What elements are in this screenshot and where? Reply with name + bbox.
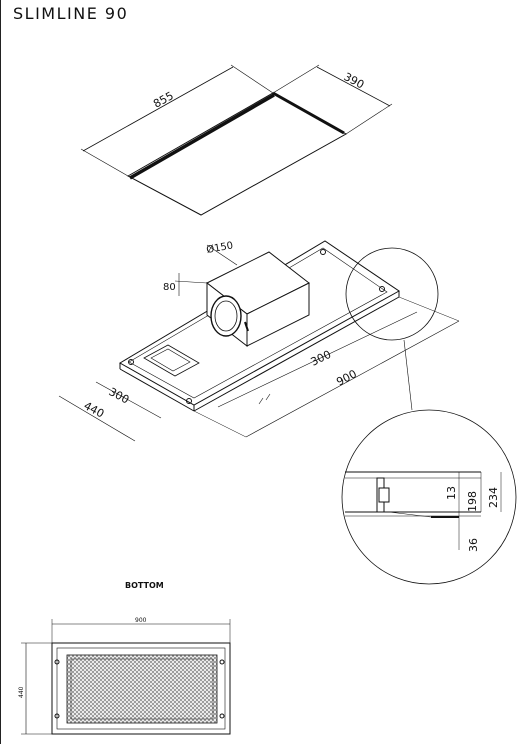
dim-line-inner-length bbox=[217, 311, 418, 408]
bottom-view: 900 440 bbox=[18, 617, 231, 735]
control-panel bbox=[143, 344, 200, 377]
cover-center-strip bbox=[129, 93, 275, 180]
dim-text-bottom-width: 900 bbox=[135, 617, 147, 624]
grease-filter-mesh bbox=[66, 654, 218, 724]
screw bbox=[320, 249, 326, 255]
panel-screw bbox=[219, 713, 225, 719]
duct-leader bbox=[206, 244, 238, 266]
dim-text-198: 198 bbox=[466, 491, 479, 512]
dim-line-390 bbox=[316, 66, 391, 107]
dim-text-855: 855 bbox=[151, 89, 176, 111]
hood-isometric-view: Ø150 80 300 900 300 440 bbox=[58, 239, 460, 442]
bottom-view-heading: BOTTOM bbox=[125, 581, 164, 590]
dim-line-outer-width bbox=[58, 395, 136, 442]
dim-text-spigot-height: 80 bbox=[163, 282, 176, 293]
dim-text-13: 13 bbox=[445, 486, 458, 500]
panel-screw bbox=[54, 659, 60, 665]
cover-plate-view: 855 390 bbox=[80, 64, 393, 216]
dim-text-390: 390 bbox=[342, 70, 367, 91]
dim-text-inner-length: 300 bbox=[309, 348, 334, 369]
dim-text-inner-width: 300 bbox=[107, 385, 132, 406]
dim-line-inner-width bbox=[95, 381, 162, 419]
dim-line-855 bbox=[82, 66, 234, 152]
duct-spigot bbox=[210, 295, 242, 337]
drawing-title: SLIMLINE 90 bbox=[13, 4, 129, 23]
dim-text-outer-length: 900 bbox=[334, 367, 359, 388]
dim-text-outer-width: 440 bbox=[82, 399, 107, 420]
dim-line-outer-length bbox=[245, 320, 460, 438]
cover-plate-outline bbox=[126, 92, 348, 216]
motor-box-right bbox=[246, 282, 310, 347]
dim-text-36: 36 bbox=[467, 538, 480, 552]
dim-text-duct: Ø150 bbox=[205, 239, 234, 256]
panel-screw bbox=[219, 659, 225, 665]
screw bbox=[186, 398, 192, 404]
detail-marker-circle bbox=[345, 247, 439, 341]
detail-circle bbox=[341, 409, 517, 585]
dim-text-234: 234 bbox=[487, 487, 500, 508]
screw bbox=[379, 286, 385, 292]
dim-text-bottom-height: 440 bbox=[18, 686, 25, 698]
screw bbox=[128, 359, 134, 365]
edge-detail-view: 13 198 234 36 bbox=[341, 409, 517, 585]
panel-screw bbox=[54, 713, 60, 719]
